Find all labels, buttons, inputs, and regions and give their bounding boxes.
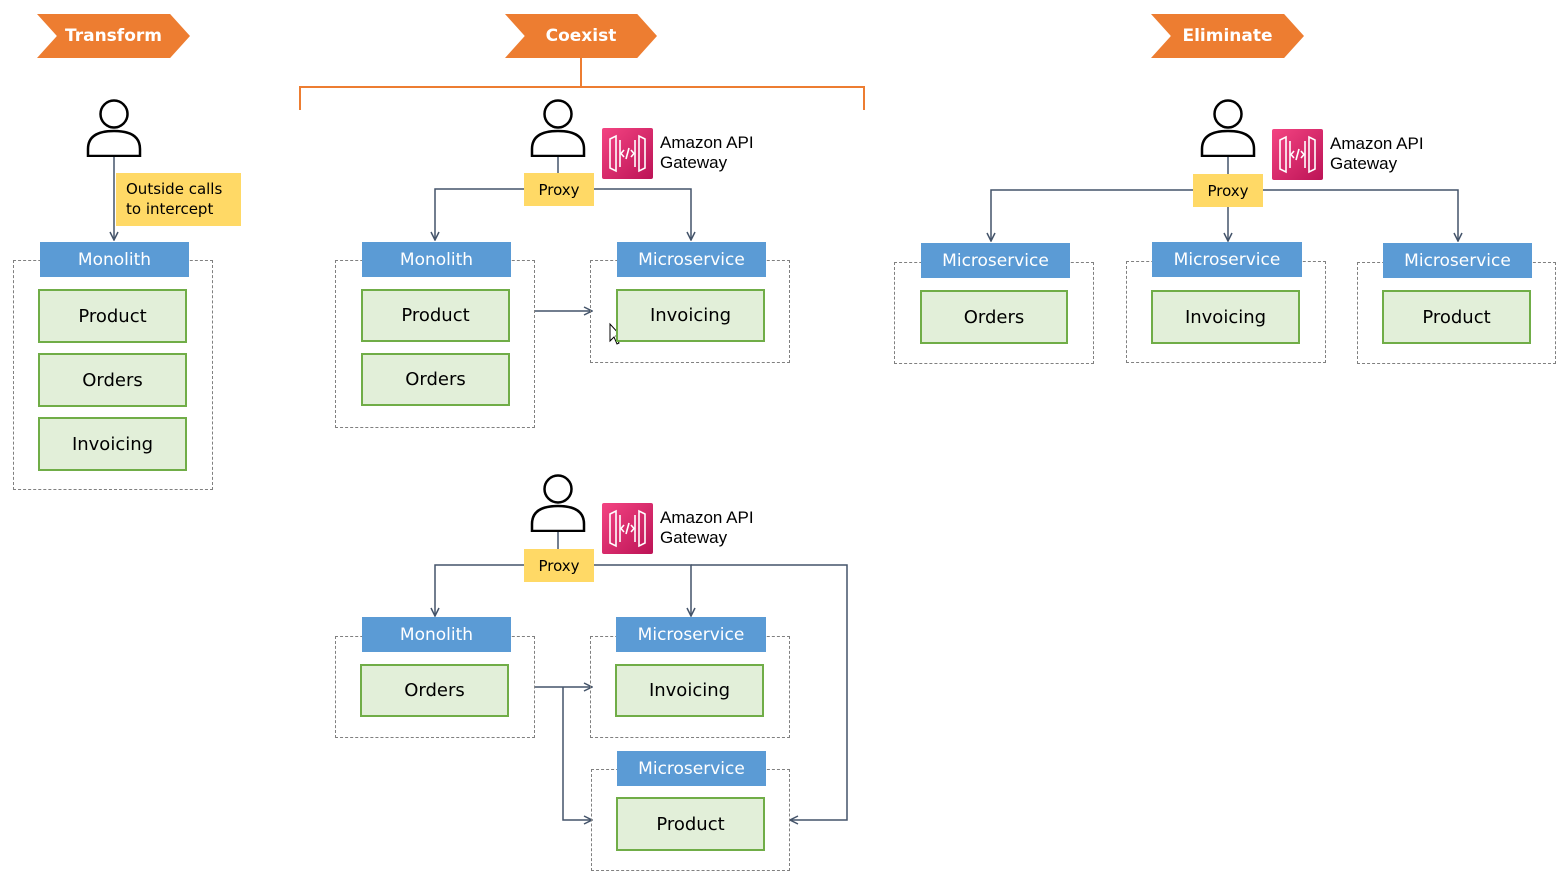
user-icon [86,99,142,157]
phase-coexist: Coexist [505,14,657,58]
eliminate-module-product: Product [1382,290,1531,344]
coexist-top-arrow-microservice [593,188,691,240]
transform-module-orders: Orders [38,353,187,407]
eliminate-orders-header: Microservice [921,243,1070,278]
transform-monolith-header: Monolith [40,242,189,277]
coexist-bottom-module-invoicing: Invoicing [615,664,764,717]
user-icon [530,99,586,157]
phase-transform-label: Transform [65,26,162,46]
api-gateway-icon [602,128,653,179]
phase-coexist-label: Coexist [545,26,617,46]
coexist-bottom-monolith-header: Monolith [362,617,511,652]
eliminate-module-invoicing: Invoicing [1151,290,1300,344]
proxy-badge: Proxy [524,549,594,582]
phase-transform: Transform [37,14,190,58]
transform-module-product: Product [38,289,187,343]
eliminate-arrow-product [1262,189,1458,241]
coexist-bottom-arrow-monolith [435,564,525,616]
transform-module-invoicing: Invoicing [38,417,187,471]
coexist-top-module-product: Product [361,289,510,342]
coexist-bottom-module-orders: Orders [360,664,509,717]
coexist-bottom-ms1-header: Microservice [616,617,766,652]
coexist-bottom-arrow-orders-product [562,687,592,820]
coexist-bottom-module-product: Product [616,797,765,851]
api-gateway-icon [602,503,653,554]
coexist-top-arrow-monolith [435,188,525,240]
proxy-badge: Proxy [1193,174,1263,207]
user-icon [1200,99,1256,157]
api-gateway-label: Amazon API Gateway [660,133,754,172]
eliminate-product-header: Microservice [1383,243,1532,278]
coexist-bottom-arrow-ms2 [691,564,848,820]
coexist-bottom-arrow-ms1 [593,564,691,616]
eliminate-module-orders: Orders [920,290,1068,344]
coexist-top-monolith-header: Monolith [362,242,511,277]
proxy-badge: Proxy [524,173,594,206]
api-gateway-label: Amazon API Gateway [660,508,754,547]
coexist-bottom-ms2-header: Microservice [617,751,766,786]
api-gateway-icon [1272,129,1323,180]
phase-eliminate-label: Eliminate [1182,26,1273,46]
api-gateway-label: Amazon API Gateway [1330,134,1424,173]
coexist-bracket [299,58,865,110]
phase-eliminate: Eliminate [1151,14,1304,58]
intercept-note: Outside calls to intercept [116,173,241,226]
coexist-top-module-orders: Orders [361,353,510,406]
coexist-top-module-invoicing: Invoicing [616,289,765,342]
eliminate-invoicing-header: Microservice [1152,242,1302,277]
coexist-top-microservice-header: Microservice [617,242,766,277]
eliminate-arrow-orders [991,189,1194,241]
user-icon [530,474,586,532]
